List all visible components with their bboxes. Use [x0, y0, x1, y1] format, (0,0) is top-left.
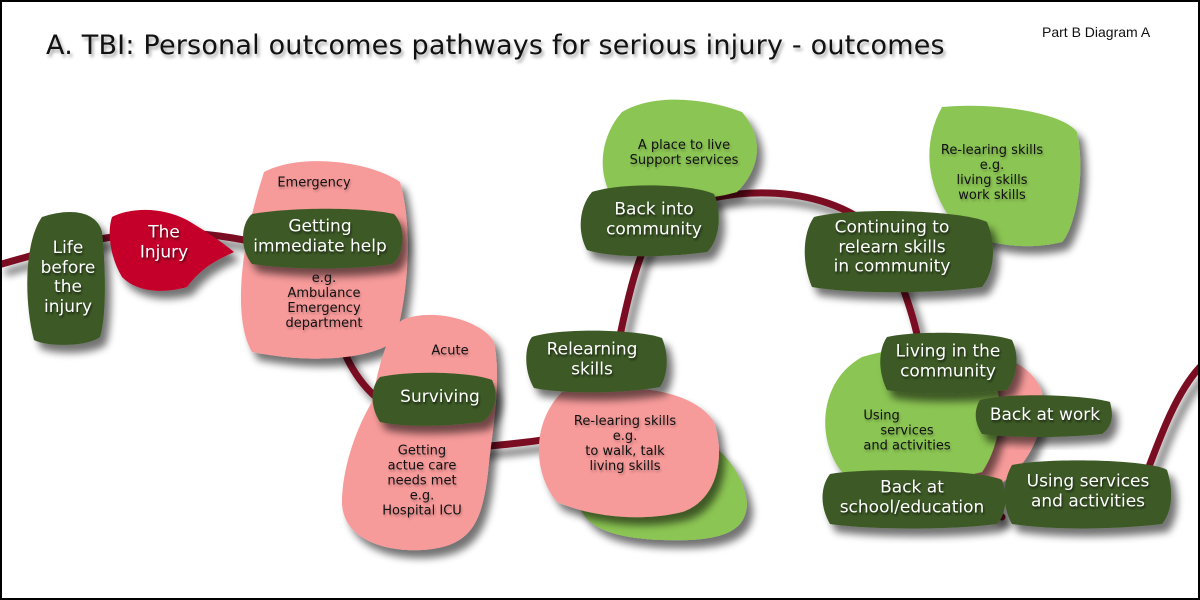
note-line: e.g. — [311, 271, 337, 287]
stage-using-services: Using services and activities — [1027, 472, 1150, 511]
stage-the-injury: The Injury — [140, 223, 188, 262]
note-line: Emergency — [287, 301, 361, 316]
note-community-detail: A place to live Support services — [629, 138, 739, 169]
note-line: Hospital ICU — [382, 503, 462, 519]
note-emergency-header: Emergency — [277, 175, 351, 192]
note-line: Getting — [397, 443, 447, 459]
note-line: A place to live — [637, 138, 731, 154]
stage-living: Living in the community — [896, 342, 1001, 381]
relearning-blob — [538, 387, 719, 518]
stage-line: in community — [833, 256, 951, 277]
stage-line: Relearning — [546, 339, 638, 360]
back-at-work-shape — [975, 395, 1112, 437]
stage-line: Injury — [139, 242, 189, 262]
note-line: e.g. — [979, 158, 1005, 174]
stage-line: before — [40, 257, 96, 278]
note-line: needs met — [387, 473, 457, 489]
stage-line: immediate help — [253, 236, 387, 256]
note-line: Emergency — [277, 175, 351, 191]
note-line: Ambulance — [287, 286, 361, 302]
back-at-school-shape — [822, 470, 1006, 529]
stage-back-at-work: Back at work — [990, 406, 1100, 426]
note-emergency-detail: e.g. Ambulance Emergency department — [285, 271, 363, 332]
stage-line: the — [54, 277, 82, 297]
living-shape — [880, 332, 1017, 394]
note-line: department — [285, 315, 363, 331]
surviving-shape — [372, 372, 496, 426]
stage-line: Getting — [288, 216, 352, 237]
note-line: actue care — [387, 458, 457, 474]
injury-shape — [109, 209, 234, 291]
pathway-segment — [1143, 364, 1198, 476]
note-relearning-detail: Re-learing skills e.g. to walk, talk liv… — [573, 414, 677, 475]
stage-line: Living in the — [895, 341, 1001, 362]
note-living-detail: Using services and activities — [863, 408, 951, 455]
stage-line: Back at work — [989, 405, 1101, 426]
stage-relearning: Relearning skills — [547, 340, 638, 379]
getting-help-shape — [243, 208, 403, 269]
stage-line: and activities — [1030, 491, 1146, 511]
stage-line: community — [606, 219, 702, 239]
stage-line: relearn skills — [838, 237, 946, 258]
note-line: and activities — [863, 438, 951, 454]
continuing-blob — [929, 105, 1081, 247]
note-line: Support services — [629, 153, 739, 168]
note-line: Using — [863, 408, 900, 424]
stage-line: Life — [52, 237, 84, 258]
note-line: services — [880, 423, 934, 439]
acute-blob — [342, 314, 498, 551]
note-line: living skills — [956, 173, 1028, 188]
stage-line: Back into — [614, 199, 694, 220]
note-line: e.g. — [409, 488, 435, 504]
stage-surviving: Surviving — [400, 388, 480, 408]
stage-back-into-community: Back into community — [606, 200, 702, 239]
diagram-title: A. TBI: Personal outcomes pathways for s… — [46, 30, 945, 61]
stage-line: skills — [571, 359, 613, 379]
stage-line: The — [148, 222, 180, 243]
note-line: Re-learing skills — [573, 414, 677, 430]
relearning-shape — [526, 330, 667, 393]
stage-continuing: Continuing to relearn skills in communit… — [833, 217, 951, 278]
note-line: living skills — [589, 458, 661, 474]
note-line: work skills — [958, 187, 1026, 203]
community-blob — [602, 99, 757, 201]
stage-line: Surviving — [400, 387, 480, 408]
using-services-shape — [1004, 460, 1172, 529]
stage-back-at-school: Back at school/education — [840, 478, 985, 517]
back-into-community-shape — [580, 185, 719, 257]
stage-line: Continuing to — [834, 217, 950, 238]
stage-line: community — [900, 361, 996, 381]
note-acute-header: Acute — [431, 343, 469, 360]
note-line: Re-learing skills — [940, 143, 1044, 159]
note-line: e.g. — [612, 429, 638, 445]
note-line: Acute — [431, 343, 469, 359]
note-continuing-detail: Re-learing skills e.g. living skills wor… — [940, 143, 1044, 204]
stage-line: Using services — [1026, 471, 1150, 492]
diagram-subtitle: Part B Diagram A — [1042, 24, 1151, 40]
continuing-shape — [804, 210, 994, 293]
stage-line: injury — [43, 296, 93, 317]
stage-getting-help: Getting immediate help — [253, 217, 387, 256]
life-before-shape — [27, 212, 105, 345]
note-acute-detail: Getting actue care needs met e.g. Hospit… — [382, 443, 462, 520]
stage-life-before: Life before the injury — [40, 237, 96, 317]
note-line: to walk, talk — [585, 444, 665, 459]
stage-line: Back at — [880, 477, 944, 498]
stage-line: school/education — [839, 497, 985, 517]
